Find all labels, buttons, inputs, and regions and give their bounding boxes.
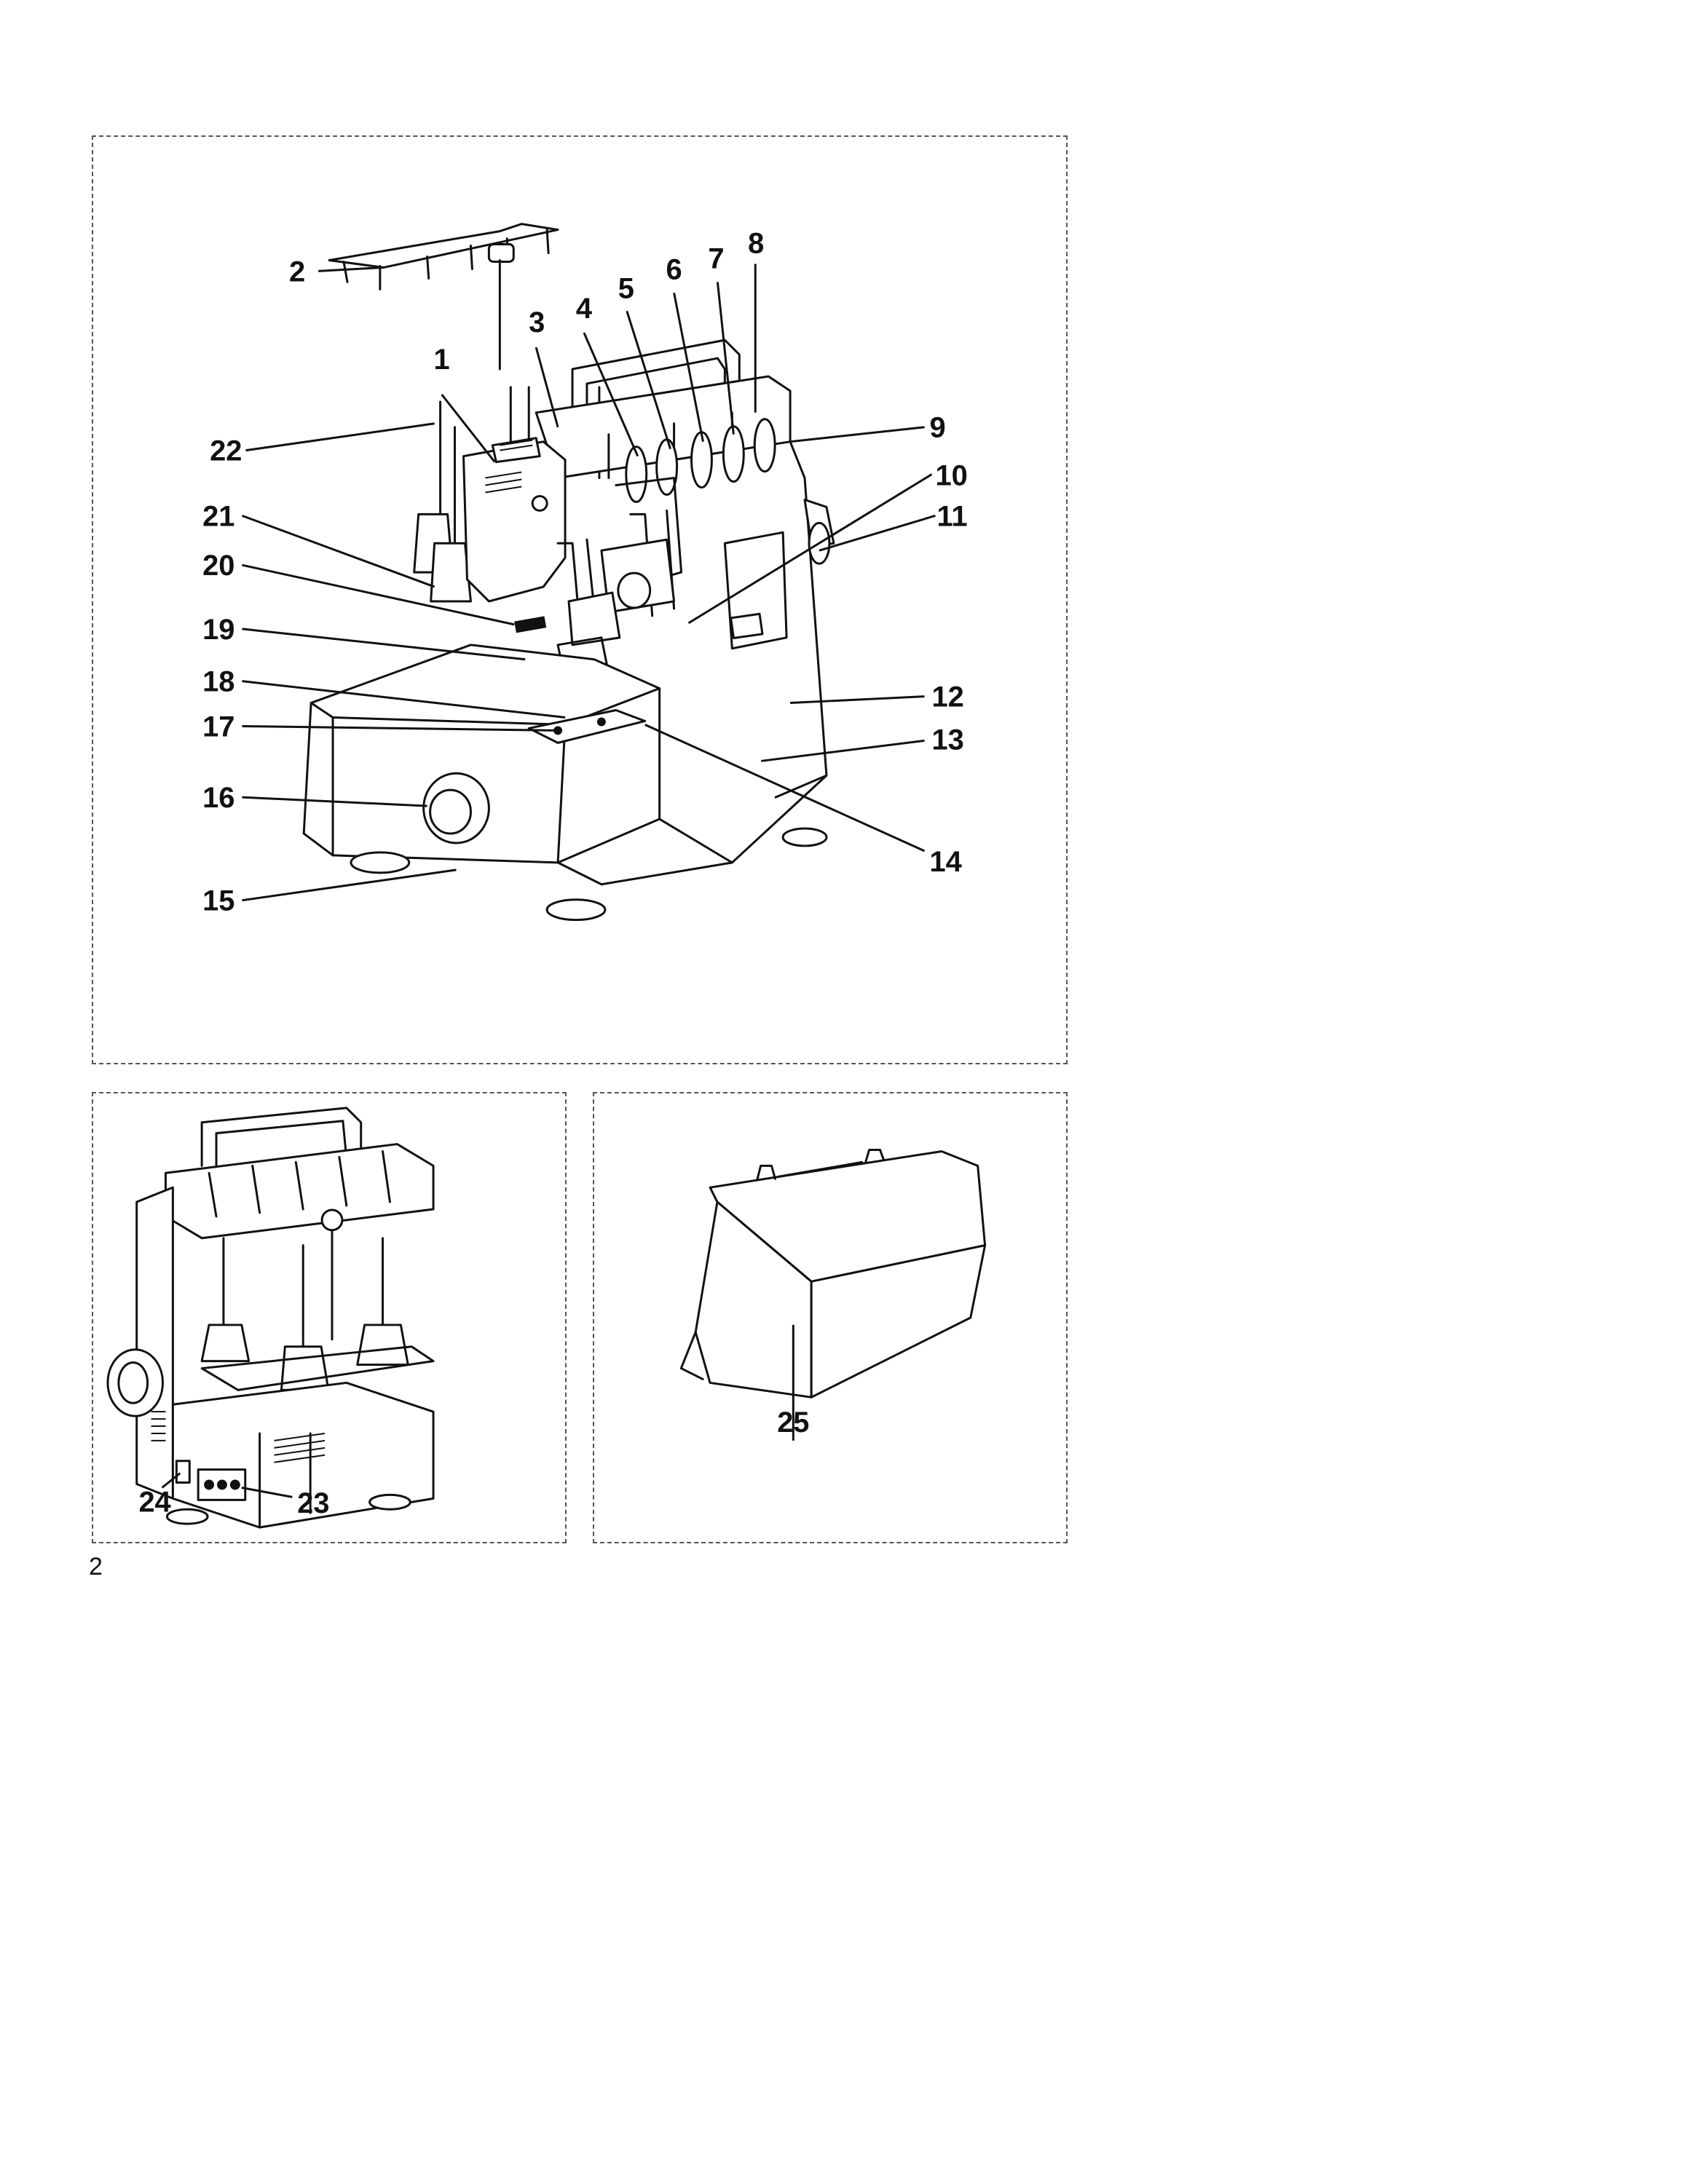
machine-right-side bbox=[723, 440, 835, 799]
label-15: 15 bbox=[202, 885, 234, 917]
label-14: 14 bbox=[929, 846, 961, 878]
label-18: 18 bbox=[202, 666, 234, 698]
rear-callouts: 23 24 bbox=[138, 1472, 329, 1519]
trim-cover-illustration: 25 bbox=[679, 1149, 987, 1441]
cover-figure-panel: 25 bbox=[593, 1092, 1068, 1543]
machine-base bbox=[302, 644, 828, 922]
label-8: 8 bbox=[748, 227, 764, 259]
handwheel-knob bbox=[422, 772, 490, 844]
label-1: 1 bbox=[434, 344, 450, 376]
label-3: 3 bbox=[529, 306, 545, 339]
label-24: 24 bbox=[138, 1486, 170, 1518]
label-5: 5 bbox=[618, 272, 634, 304]
label-22: 22 bbox=[210, 435, 242, 467]
label-9: 9 bbox=[929, 412, 945, 444]
serger-front-illustration: 1 2 3 4 5 6 7 8 9 10 11 12 13 bbox=[202, 223, 968, 922]
label-25: 25 bbox=[777, 1406, 809, 1439]
label-23: 23 bbox=[297, 1487, 329, 1519]
spool-pins bbox=[439, 386, 601, 545]
label-12: 12 bbox=[931, 681, 963, 713]
tension-dials bbox=[625, 418, 776, 503]
label-4: 4 bbox=[576, 293, 592, 325]
label-2: 2 bbox=[289, 256, 305, 288]
label-13: 13 bbox=[931, 724, 963, 756]
throat-plate bbox=[527, 709, 647, 744]
rear-upper-housing bbox=[164, 1143, 435, 1240]
label-17: 17 bbox=[202, 711, 234, 743]
label-7: 7 bbox=[708, 242, 724, 274]
rear-figure-panel: 23 24 bbox=[92, 1092, 567, 1543]
serger-rear-illustration: 23 24 bbox=[106, 1107, 435, 1529]
rear-handle bbox=[200, 1107, 363, 1167]
label-21: 21 bbox=[202, 500, 234, 532]
label-10: 10 bbox=[935, 459, 967, 491]
rear-body bbox=[106, 1186, 435, 1529]
main-figure-panel: 1 2 3 4 5 6 7 8 9 10 11 12 13 bbox=[92, 135, 1068, 1064]
page-number: 2 bbox=[89, 1553, 103, 1580]
trim-cover bbox=[679, 1149, 987, 1398]
cover-callouts: 25 bbox=[777, 1324, 809, 1441]
label-16: 16 bbox=[202, 782, 234, 814]
label-19: 19 bbox=[202, 614, 234, 646]
tension-housing bbox=[535, 375, 792, 503]
spool-holders bbox=[413, 513, 472, 603]
looper-cover bbox=[600, 477, 683, 617]
label-20: 20 bbox=[202, 550, 234, 582]
label-11: 11 bbox=[936, 500, 967, 532]
machine-head bbox=[462, 437, 567, 603]
thread-guide-bar bbox=[328, 223, 559, 371]
rear-spool-stand bbox=[200, 1208, 435, 1391]
label-6: 6 bbox=[666, 253, 682, 285]
callouts: 1 2 3 4 5 6 7 8 9 10 11 12 13 bbox=[202, 227, 968, 917]
